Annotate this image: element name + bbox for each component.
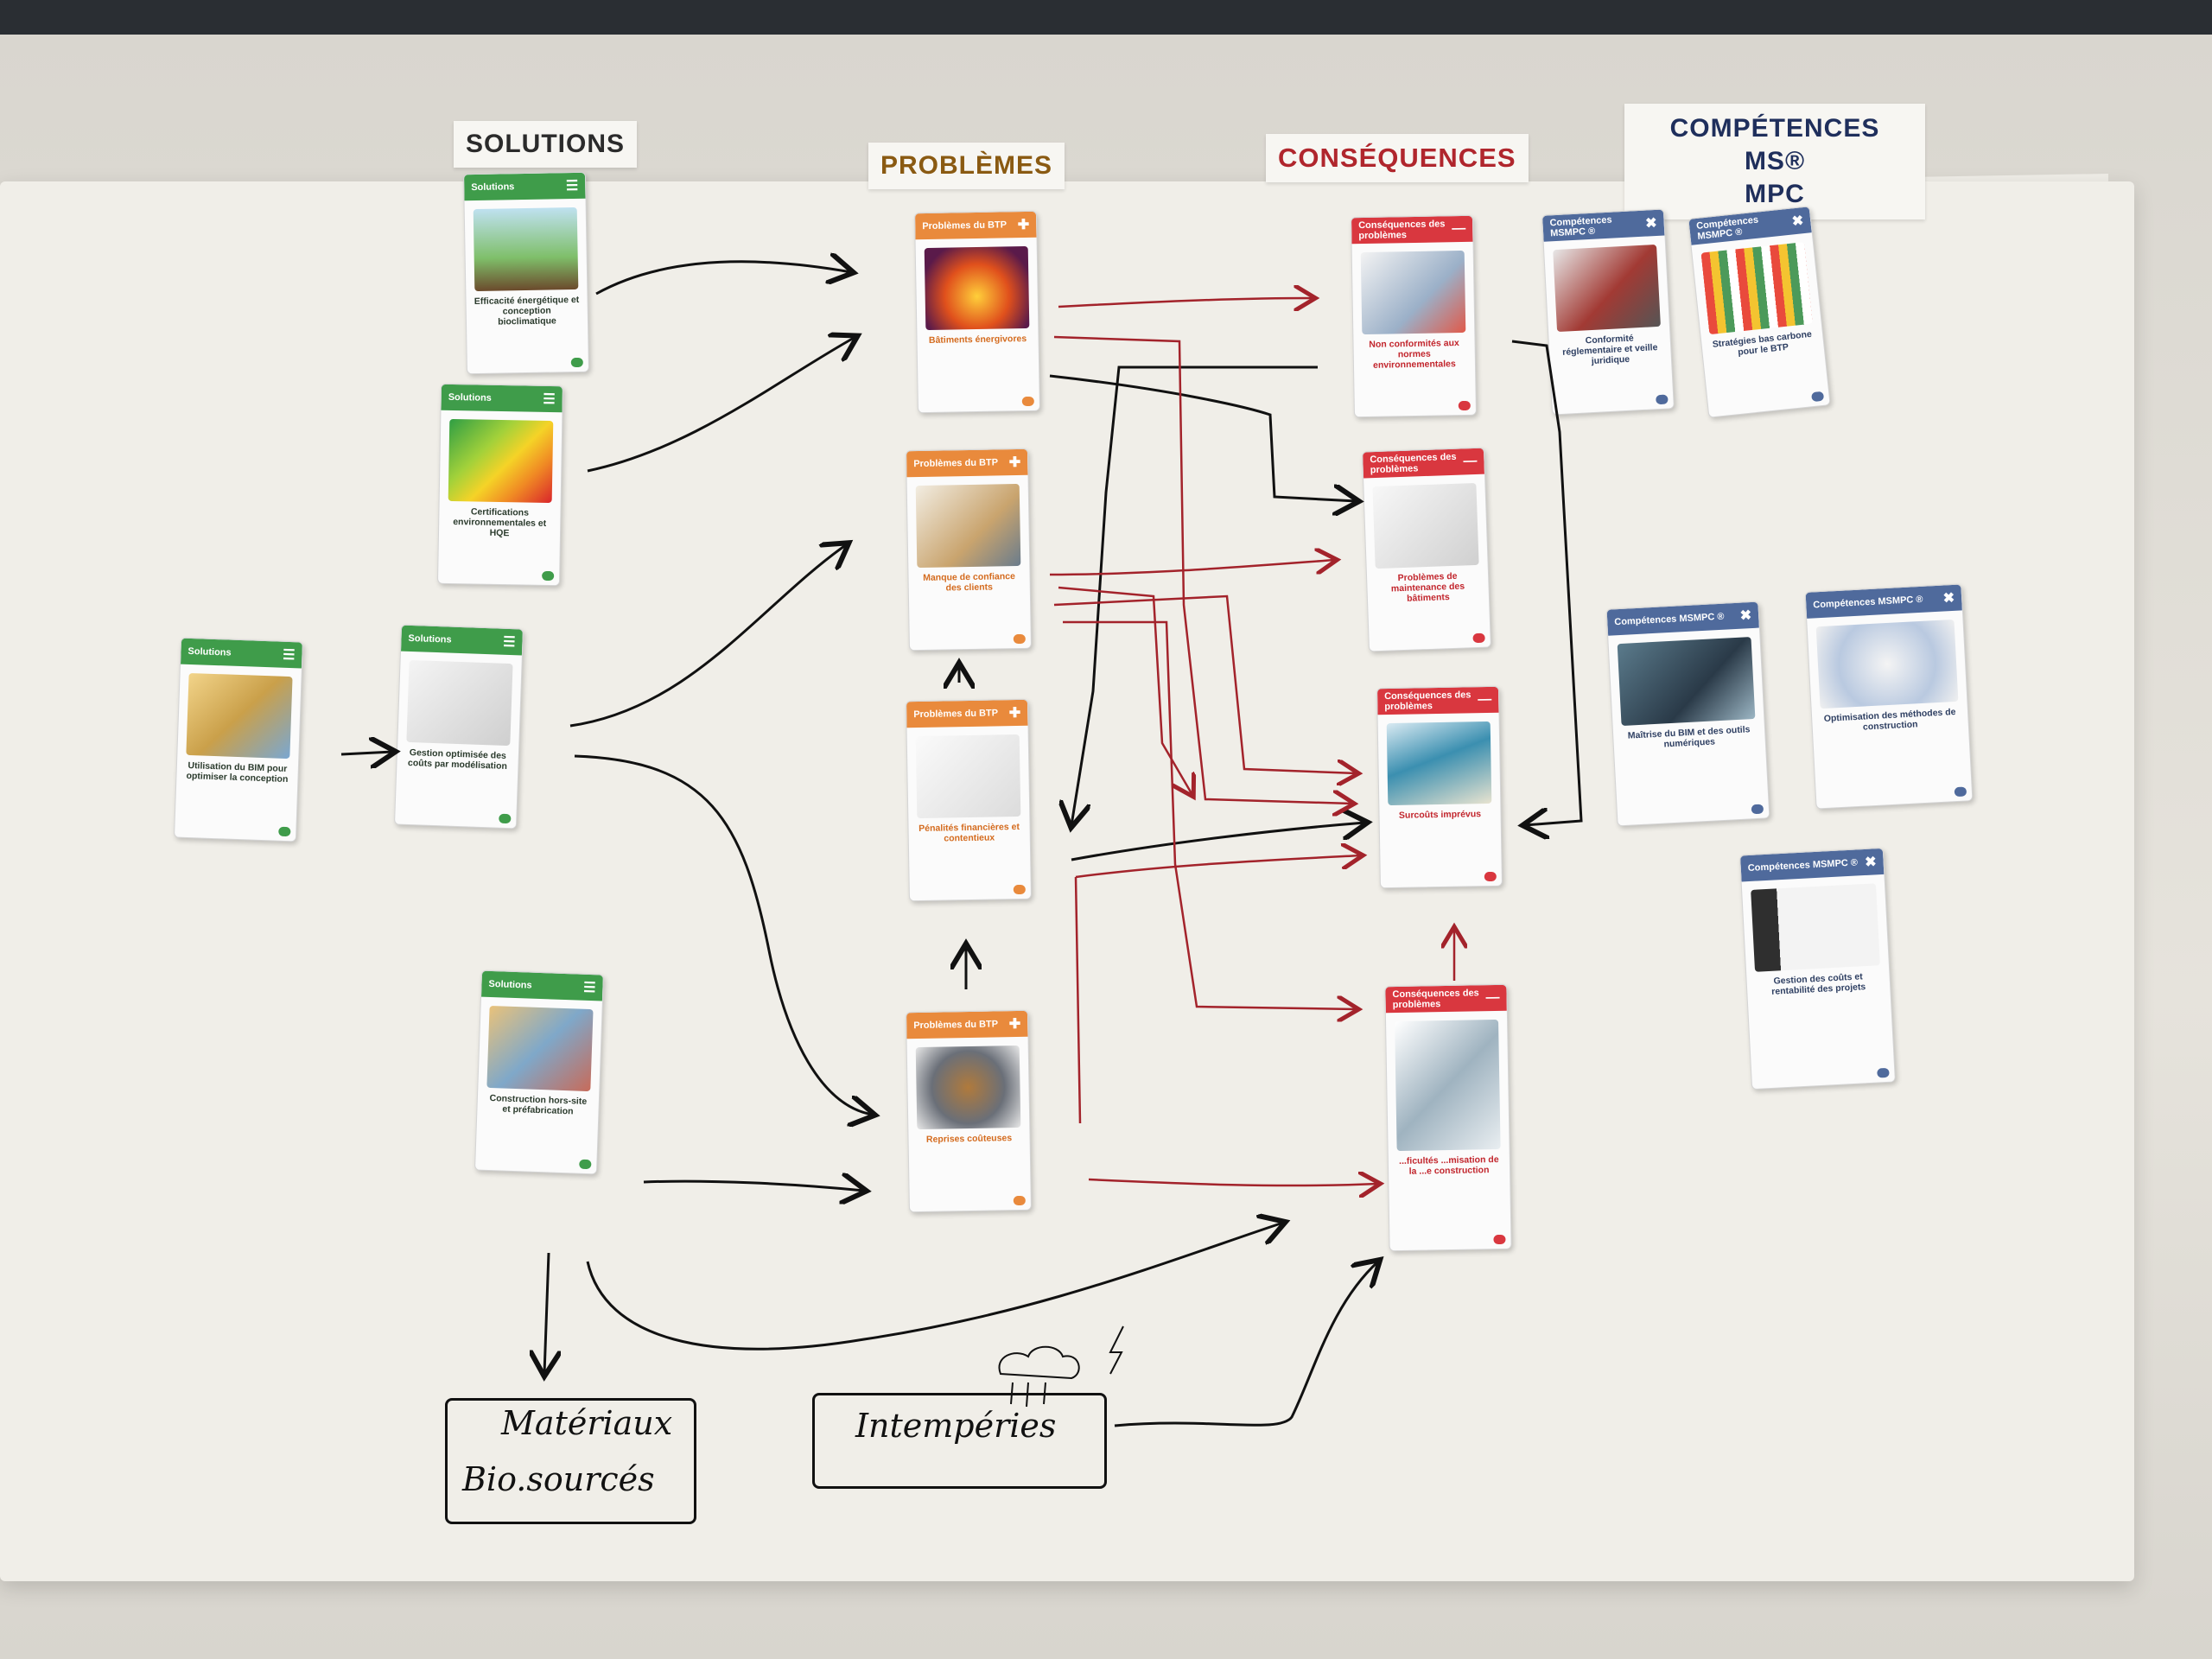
header-consequences: CONSÉQUENCES [1266,134,1529,182]
handwritten-intemperies: Intempéries [855,1407,1057,1445]
arrow-cs1-pb3 [1071,365,1318,825]
arrow-sol4-pb4 [574,754,873,1115]
arrow-sol3-sol4 [340,752,393,754]
arrow-pb2-cs3b [1058,586,1192,795]
arrow-sol1-pb1 [595,262,851,296]
arrow-sol5-cs4 [586,1223,1283,1351]
header-problemes: PROBLÈMES [868,143,1065,189]
arrow-pb3-cs3 [1071,823,1365,861]
header-competences-line2: MPC [1745,180,1805,208]
arrow-pb4-cs4 [1088,1179,1378,1185]
arrow-pb1-cs1 [1058,298,1313,307]
arrow-sol4-pb2 [569,544,847,728]
arrow-sol5-pb4 [643,1181,864,1191]
arrow-pb2-cs4 [1063,620,1357,1009]
header-competences: COMPÉTENCES MS® MPC [1624,104,1925,219]
arrow-pb3-cs3-red2 [1075,855,1361,879]
arrow-pb2-cs2 [1049,560,1335,576]
header-competences-line1: COMPÉTENCES MS® [1669,114,1880,175]
handwritten-box-materiaux [445,1398,696,1524]
arrow-sol5-materiaux [544,1252,549,1374]
lightning-icon [1109,1325,1124,1375]
arrow-intemperies-cs4 [1114,1262,1378,1427]
arrow-cs1-cs3 [1511,340,1583,825]
arrow-sol2-pb1 [587,337,855,473]
arrow-pb1-cs2 [1049,374,1357,501]
arrow-pb2-cs3a [1053,594,1357,773]
arrow-pb3-cs3-red [1074,876,1082,1124]
arrow-pb1-cs3 [1053,335,1352,804]
handwritten-materiaux-line2: Bio.sourcés [462,1460,655,1498]
handwritten-box-intemperies [812,1393,1107,1489]
rain-icon [1010,1382,1046,1408]
handwritten-materiaux-line1: Matériaux [501,1404,673,1442]
cloud-icon [998,1345,1080,1380]
header-solutions: SOLUTIONS [454,121,638,168]
